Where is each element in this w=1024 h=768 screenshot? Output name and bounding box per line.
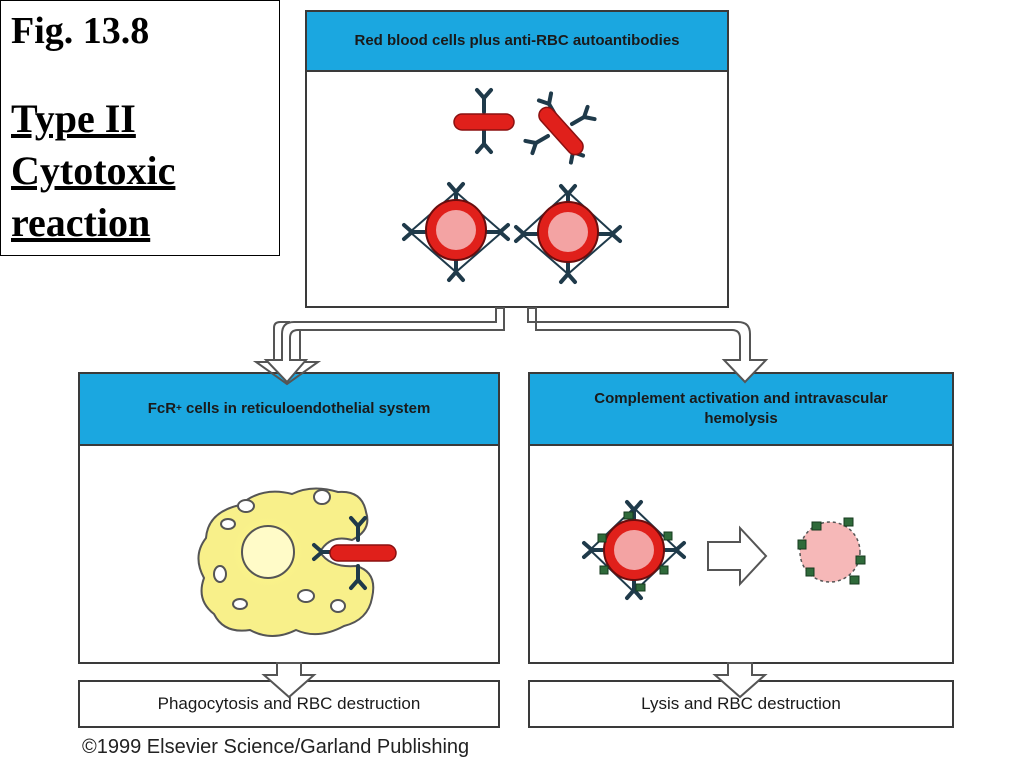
right-panel-header: Complement activation and intravascular … <box>530 374 952 446</box>
lysis-arrow <box>707 525 768 587</box>
left-result-arrow <box>261 662 317 699</box>
left-branch-arrow-shape <box>263 307 505 384</box>
figure-caption-box: Fig. 13.8 Type II Cytotoxic reaction <box>0 0 280 256</box>
right-branch-arrow-shape <box>527 307 769 384</box>
lysed-rbc <box>797 517 866 585</box>
top-panel: Red blood cells plus anti-RBC autoantibo… <box>305 10 729 308</box>
rbc-side-view-2 <box>523 91 597 165</box>
figure-title-line-3: reaction <box>11 200 151 245</box>
rbc-face-view-2 <box>514 184 622 284</box>
figure-number: Fig. 13.8 <box>11 10 150 52</box>
figure-title: Type II Cytotoxic reaction <box>11 93 175 249</box>
macrophage <box>197 487 375 637</box>
figure-title-line-2: Cytotoxic <box>11 148 176 193</box>
left-panel-header-superscript: + <box>176 403 182 414</box>
left-panel-header-suffix: cells in reticuloendothelial system <box>181 400 431 417</box>
right-result-arrow <box>712 662 768 699</box>
right-panel: Complement activation and intravascular … <box>528 372 954 664</box>
figure-title-line-1: Type II <box>11 96 136 141</box>
top-panel-header: Red blood cells plus anti-RBC autoantibo… <box>307 12 727 72</box>
left-panel-header-prefix: FcR <box>147 400 177 417</box>
left-panel-header: FcR+ cells in reticuloendothelial system <box>80 374 498 446</box>
copyright-notice: ©1999 Elsevier Science/Garland Publishin… <box>82 736 470 758</box>
rbc-face-view-1 <box>402 182 510 282</box>
rbc-side-view-1 <box>453 88 515 154</box>
result-arrows <box>261 662 768 699</box>
branch-arrows <box>252 307 769 386</box>
engulfed-rbc <box>312 516 397 590</box>
complement-coated-rbc <box>582 500 686 600</box>
